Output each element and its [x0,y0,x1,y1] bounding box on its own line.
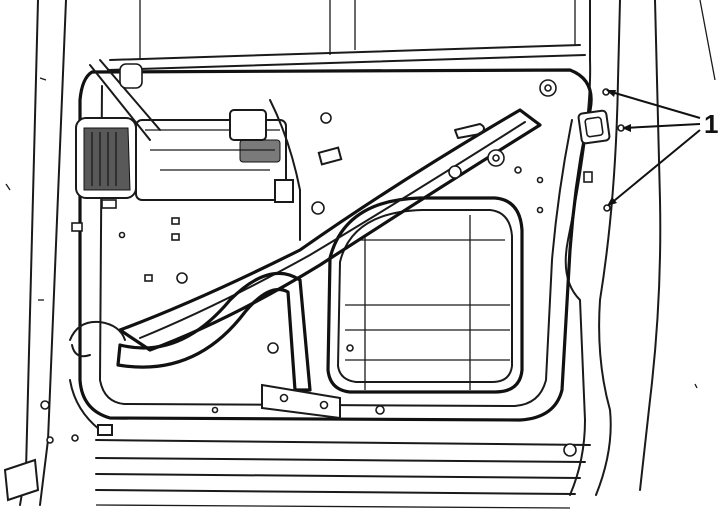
bottom-bracket [261,383,341,420]
scan-marks [5,183,698,389]
window-channel [107,0,586,71]
wiring-harness [69,320,126,436]
door-sill [95,439,591,509]
reinforcement-beam [118,108,542,352]
mounting-holes [577,88,625,212]
callout-1-leaders [606,90,701,206]
speaker-window-opening [326,196,524,394]
mounting-hole-lower [603,204,611,212]
inner-panel [78,68,593,422]
panel-holes [71,79,577,457]
callout-label-1: 1 [704,109,718,139]
right-door-edge [564,0,716,496]
left-pillar [19,0,67,506]
lower-hinge [3,400,79,502]
door-latch-assembly [75,59,343,241]
lower-arm [116,271,312,392]
